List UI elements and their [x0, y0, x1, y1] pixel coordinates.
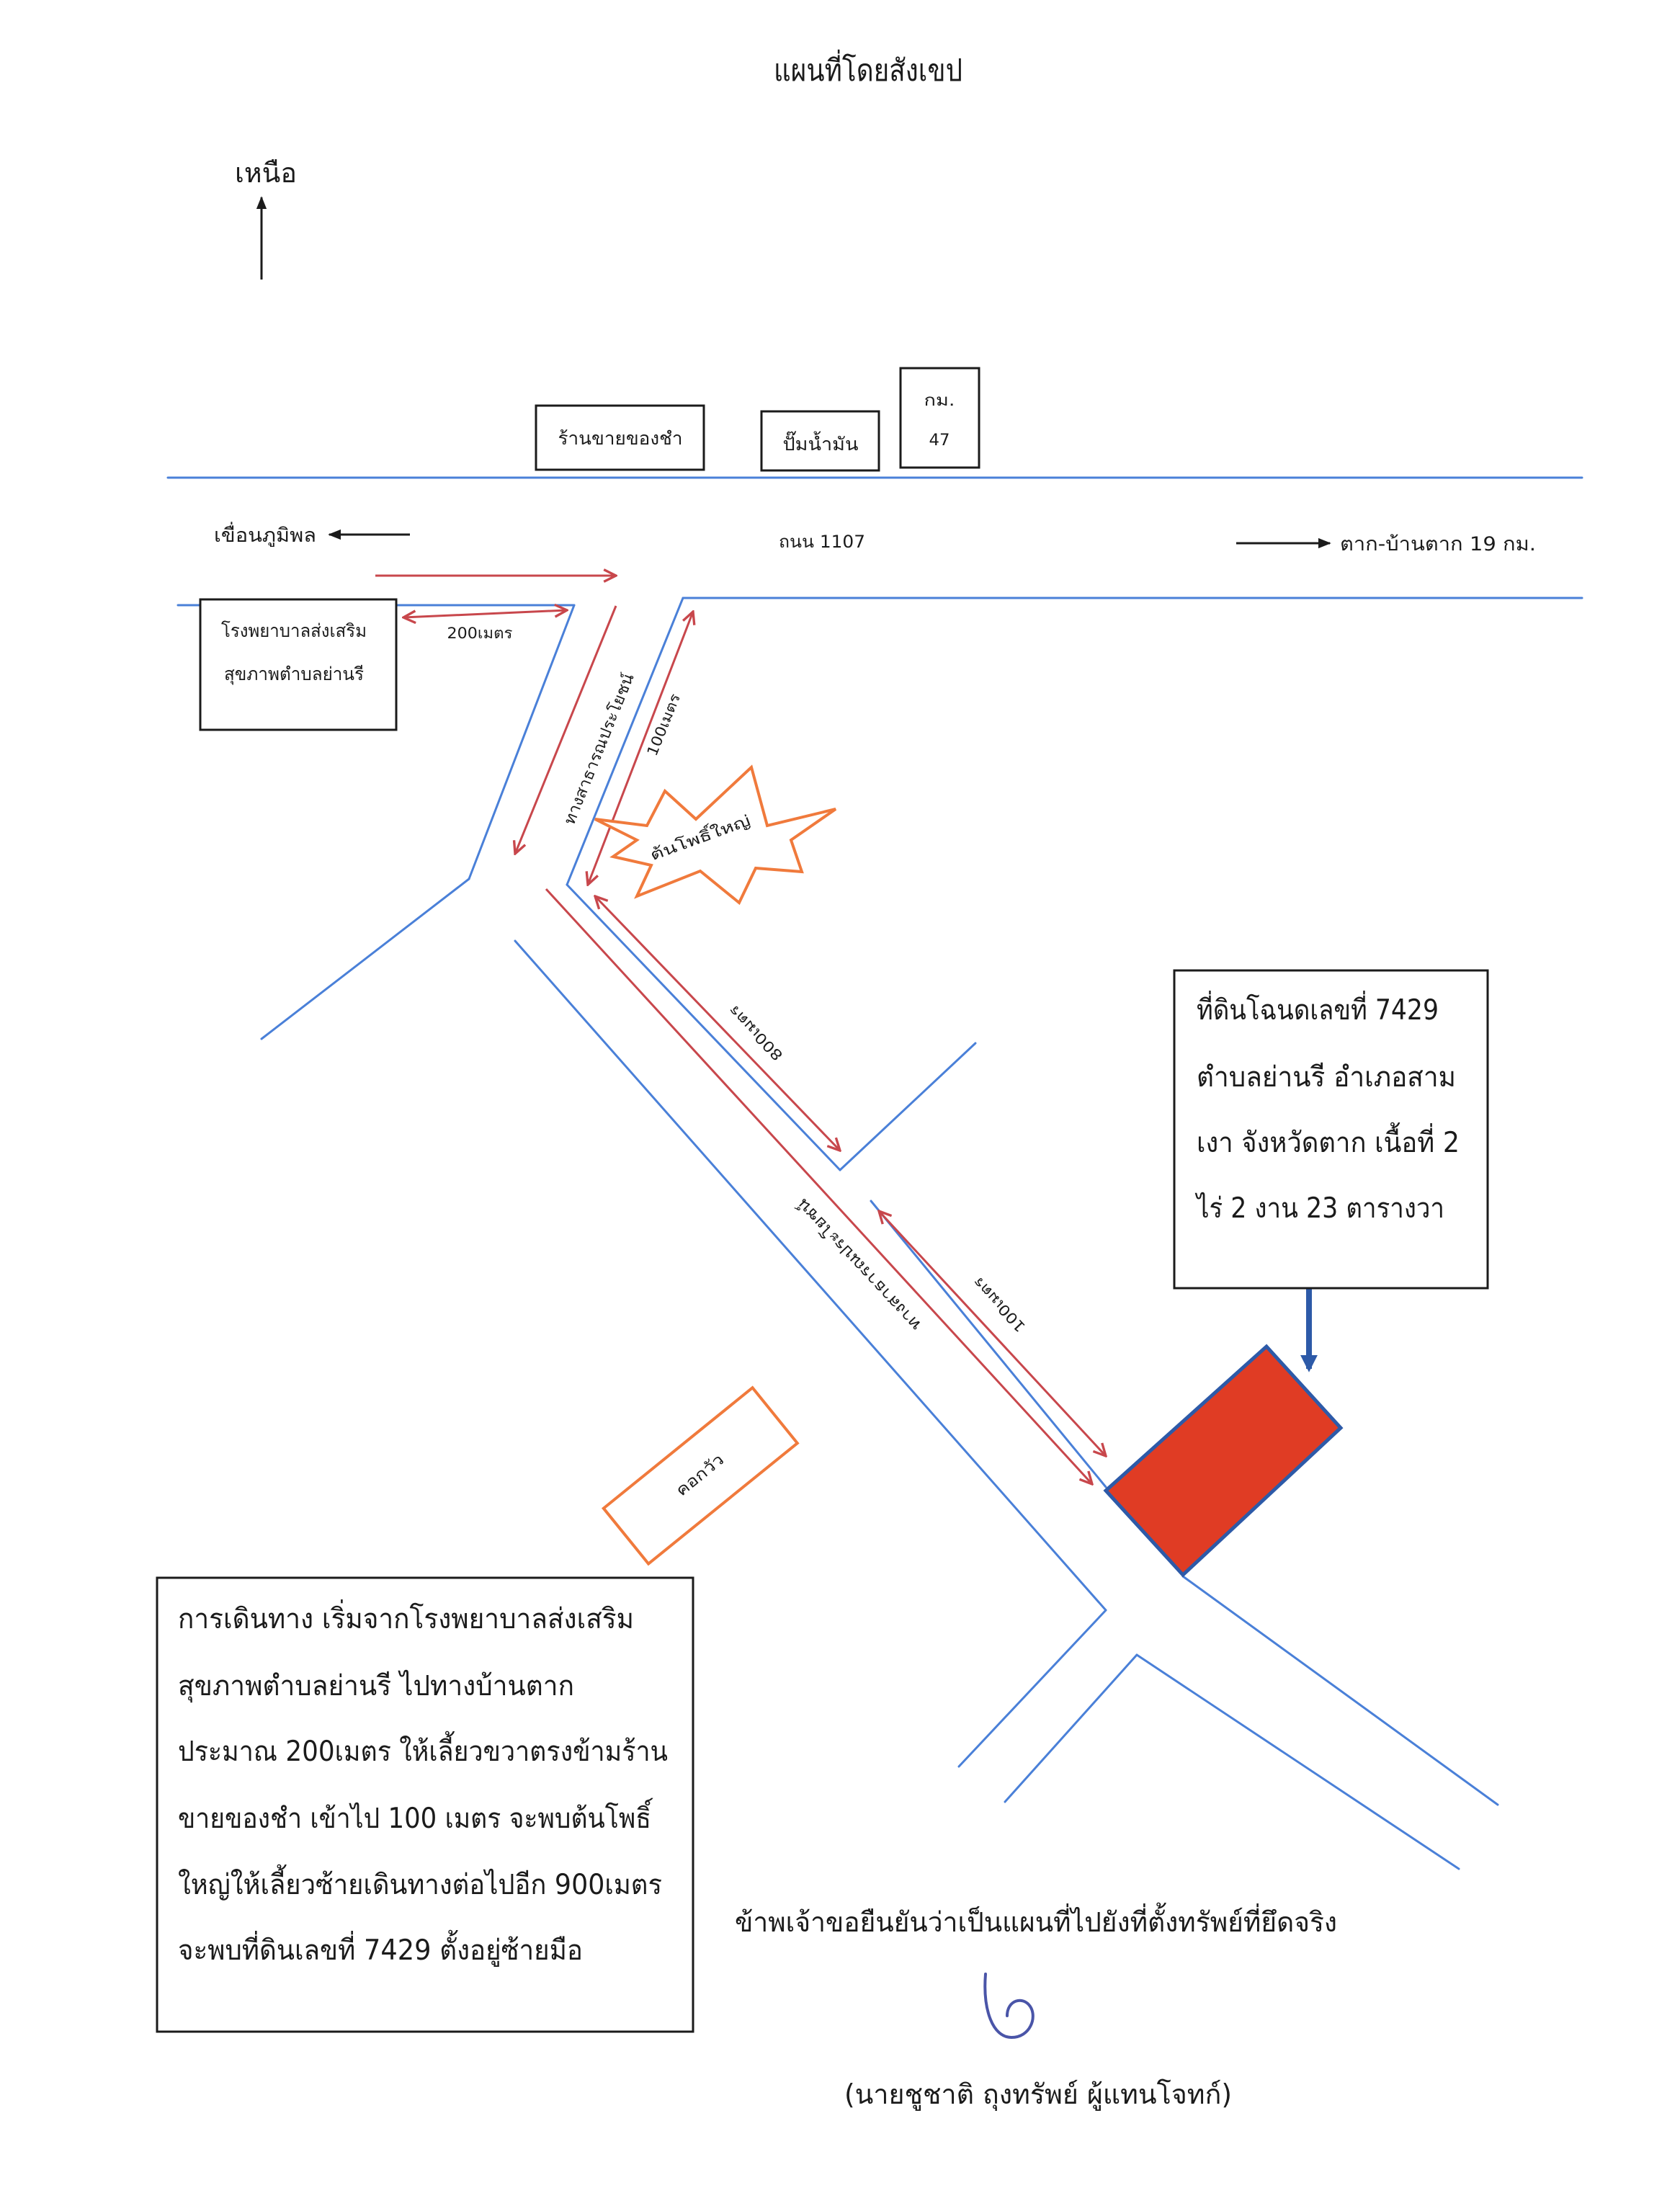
southwest-branch-north-edge: [957, 1609, 1107, 1768]
route-arrows: 200เมตร ทางสาธารณประโยชน์ 100เมตร 800เมต…: [375, 576, 1106, 1484]
distance-label-800m: 800เมตร: [725, 1002, 786, 1065]
hospital-box: [199, 598, 398, 731]
land-parcel-info-line: ตำบลย่านรี อำเภอสาม: [1197, 1061, 1456, 1094]
side-road-west-edge: [468, 604, 576, 880]
diagonal-road-east-edge-upper: [566, 883, 841, 1171]
diagonal-road-east-edge-lower: [870, 1200, 1107, 1488]
directions-line: ประมาณ 200เมตร ให้เลี้ยวขวาตรงข้ามร้าน: [178, 1731, 668, 1768]
hospital: โรงพยาบาลส่งเสริม สุขภาพตำบลย่านรี: [199, 598, 398, 731]
land-parcel-shape: [1103, 1344, 1344, 1578]
land-parcel-info-line: ไร่ 2 งาน 23 ตารางวา: [1194, 1192, 1444, 1225]
southwest-branch-south-edge: [1004, 1653, 1138, 1803]
cattle-pen: คอกวัว: [601, 1385, 800, 1566]
grocery-store-label: ร้านขายของชำ: [558, 428, 683, 449]
km-marker-box: [899, 367, 980, 469]
grocery-store: ร้านขายของชำ: [535, 404, 705, 471]
map-title: แผนที่โดยสังเขป: [774, 50, 962, 88]
west-destination: เขื่อนภูมิพล: [214, 522, 410, 547]
land-parcel-info-box: ที่ดินโฉนดเลขที่ 7429 ตำบลย่านรี อำเภอสา…: [1173, 969, 1489, 1290]
hospital-label-line2: สุขภาพตำบลย่านรี: [224, 664, 364, 685]
distance-arrow-800m: [595, 896, 840, 1151]
hospital-label-line1: โรงพยาบาลส่งเสริม: [221, 620, 367, 641]
km-marker-unit: กม.: [924, 392, 955, 410]
km-marker-number: 47: [929, 432, 950, 450]
gas-station-label: ปั๊มน้ำมัน: [783, 431, 859, 455]
gas-station: ปั๊มน้ำมัน: [760, 410, 880, 472]
distance-arrow-100m-side: [588, 612, 693, 885]
directions-box: การเดินทาง เริ่มจากโรงพยาบาลส่งเสริม สุข…: [156, 1576, 694, 2033]
southeast-road-north-edge: [1181, 1575, 1499, 1806]
affirmation-statement: ข้าพเจ้าขอยืนยันว่าเป็นแผนที่ไปยังที่ตั้…: [735, 1902, 1337, 1938]
grocery-store-box: [535, 404, 705, 471]
signatory-name: (นายชูชาติ ถุงทรัพย์ ผู้แทนโจทก์): [844, 2078, 1232, 2111]
east-destination-label: ตาก-บ้านตาก 19 กม.: [1340, 533, 1536, 555]
directions-line: ขายของชำ เข้าไป 100 เมตร จะพบต้นโพธิ์: [178, 1798, 653, 1835]
southeast-road-south-edge: [1135, 1653, 1460, 1870]
land-parcel-info-frame: [1173, 969, 1489, 1290]
cattle-pen-box: [601, 1385, 800, 1566]
land-parcel-info-line: เงา จังหวัดตาก เนื้อที่ 2: [1197, 1122, 1460, 1159]
north-indicator: เหนือ: [235, 157, 297, 280]
km-marker: กม. 47: [899, 367, 980, 469]
route-arrow-diagonal-road: [545, 888, 1092, 1484]
distance-label-100m-final: 100เมตร: [970, 1274, 1029, 1336]
directions-line: จะพบที่ดินเลขที่ 7429 ตั้งอยู่ซ้ายมือ: [178, 1929, 583, 1967]
directions-line: สุขภาพตำบลย่านรี ไปทางบ้านตาก: [178, 1670, 574, 1703]
directions-line: การเดินทาง เริ่มจากโรงพยาบาลส่งเสริม: [178, 1599, 634, 1635]
handwritten-signature: [983, 1973, 1035, 2040]
northeast-branch-edge: [839, 1042, 977, 1171]
public-road-label-diagonal: ทางสาธารณประโยชน์: [793, 1195, 925, 1334]
southwest-road-edge: [260, 878, 470, 1040]
directions-frame: [156, 1576, 694, 2033]
east-destination: ตาก-บ้านตาก 19 กม.: [1236, 533, 1536, 555]
west-destination-label: เขื่อนภูมิพล: [214, 522, 316, 547]
land-parcel-info-line: ที่ดินโฉนดเลขที่ 7429: [1197, 991, 1439, 1027]
bodhi-tree: ต้นโพธิ์ใหญ่: [594, 764, 837, 906]
road-1107-name: ถนน 1107: [779, 532, 865, 552]
distance-label-200m: 200เมตร: [447, 625, 513, 642]
distance-arrow-100m-final: [879, 1211, 1106, 1456]
distance-arrow-200m: [403, 610, 567, 617]
bodhi-tree-star-icon: [594, 764, 837, 906]
north-label: เหนือ: [235, 157, 297, 189]
gas-station-box: [760, 410, 880, 472]
directions-line: ใหญ่ให้เลี้ยวซ้ายเดินทางต่อไปอีก 900เมตร: [178, 1864, 662, 1901]
land-parcel: [1103, 1288, 1344, 1578]
